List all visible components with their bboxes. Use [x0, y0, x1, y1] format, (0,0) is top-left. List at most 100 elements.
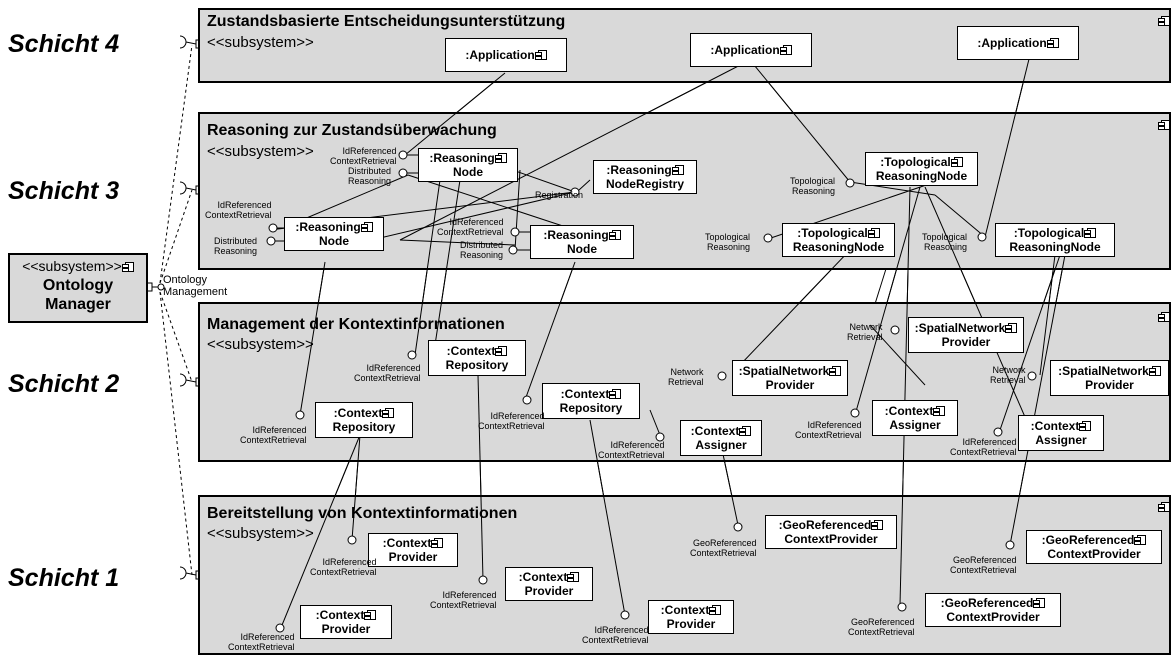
- component-icon: [431, 538, 444, 548]
- component-icon: [1084, 228, 1097, 238]
- component-icon: [567, 572, 580, 582]
- component-icon: [1158, 118, 1170, 132]
- subsystem-stereotype: <<subsystem>>: [207, 34, 314, 51]
- component-icon: [364, 610, 377, 620]
- application-component[interactable]: :Application: [957, 26, 1079, 60]
- subsystem-title: Bereitstellung von Kontextinformationen: [207, 505, 518, 522]
- om-line2: Manager: [45, 296, 111, 313]
- component-icon: [933, 406, 946, 416]
- component-icon: [534, 50, 547, 60]
- om-line1: Ontology: [42, 277, 114, 294]
- component-icon: [709, 605, 722, 615]
- component-icon: [1079, 421, 1092, 431]
- layer-label-3: Schicht 3: [8, 177, 120, 205]
- application-component[interactable]: :Application: [445, 38, 567, 72]
- component-icon: [494, 153, 507, 163]
- component-icon: [608, 230, 621, 240]
- component-icon: [1158, 500, 1170, 514]
- om-stereotype: <<subsystem>>: [22, 258, 122, 274]
- subsystem-title: Zustandsbasierte Entscheidungsunterstütz…: [207, 13, 566, 30]
- component-icon: [121, 262, 134, 272]
- ontology-manager[interactable]: <<subsystem>> Ontology Manager: [8, 253, 148, 323]
- subsystem-title: Reasoning zur Zustandsüberwachung: [207, 122, 497, 139]
- application-component[interactable]: :Application: [690, 33, 812, 67]
- component-icon: [1158, 14, 1170, 28]
- subsystem-stereotype: <<subsystem>>: [207, 525, 314, 542]
- subsystem-title: Management der Kontextinformationen: [207, 316, 505, 333]
- component-icon: [1033, 598, 1046, 608]
- component-icon: [739, 426, 752, 436]
- component-icon: [1046, 38, 1059, 48]
- component-icon: [871, 520, 884, 530]
- layer-label-4: Schicht 4: [8, 30, 120, 58]
- component-icon: [495, 346, 508, 356]
- component-icon: [829, 366, 842, 376]
- layer-label-1: Schicht 1: [8, 564, 120, 592]
- component-icon: [1158, 310, 1170, 324]
- component-icon: [867, 228, 880, 238]
- component-icon: [1134, 535, 1147, 545]
- component-icon: [382, 408, 395, 418]
- subsystem-stereotype: <<subsystem>>: [207, 143, 314, 160]
- component-icon: [360, 222, 373, 232]
- component-icon: [671, 165, 684, 175]
- component-icon: [1148, 366, 1161, 376]
- component-icon: [609, 389, 622, 399]
- component-icon: [950, 157, 963, 167]
- component-icon: [779, 45, 792, 55]
- subsystem-stereotype: <<subsystem>>: [207, 336, 314, 353]
- interface-label: Registration: [535, 190, 584, 200]
- layer-label-2: Schicht 2: [8, 370, 120, 398]
- component-icon: [1005, 323, 1018, 333]
